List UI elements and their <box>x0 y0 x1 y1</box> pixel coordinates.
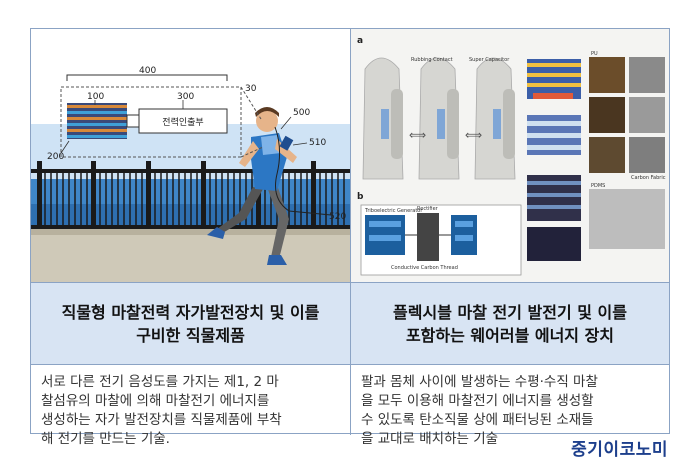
label-30: 30 <box>245 84 257 94</box>
carbon-thread-label: Conductive Carbon Thread <box>391 265 458 271</box>
svg-text:⟺: ⟺ <box>465 128 482 142</box>
figure-left-textile-generator: 전력인출부 400 100 300 30 500 510 200 520 <box>31 29 351 282</box>
panel-a-label: a <box>357 36 363 46</box>
label-300: 300 <box>177 92 194 102</box>
wearable-generator-diagram: a b ⟺ ⟺ Rubbing Contact S <box>351 29 669 282</box>
column-description-left: 서로 다른 전기 음성도를 가지는 제1, 2 마 찰섬유의 마찰에 의해 마찰… <box>31 365 351 447</box>
super-capacitor-label: Super Capacitor <box>469 57 510 63</box>
column-title-right-line1: 플렉시블 마찰 전기 발전기 및 이를 <box>393 302 627 322</box>
runner-figure <box>207 107 332 265</box>
pdms-label: PDMS <box>591 183 605 189</box>
power-unit-label: 전력인출부 <box>162 116 203 128</box>
column-title-right: 플렉시블 마찰 전기 발전기 및 이를 포함하는 웨어러블 에너지 장치 <box>351 282 669 365</box>
device-stack-1 <box>527 59 581 99</box>
label-520: 520 <box>329 212 346 222</box>
label-500: 500 <box>293 108 310 118</box>
textile-strip <box>67 103 127 139</box>
column-title-left-line1: 직물형 마찰전력 자가발전장치 및 이를 <box>61 302 320 322</box>
label-400: 400 <box>139 66 156 76</box>
device-stack-2 <box>527 115 581 155</box>
svg-text:⟺: ⟺ <box>409 128 426 142</box>
column-title-left: 직물형 마찰전력 자가발전장치 및 이를 구비한 직물제품 <box>31 282 351 365</box>
device-stack-3 <box>527 175 581 261</box>
rectifier-label: Rectifier <box>417 206 439 212</box>
carbon-fabric-label: Carbon Fabric <box>631 175 666 181</box>
pu-label: PU <box>591 51 598 57</box>
runner-illustration: 전력인출부 400 100 300 30 500 510 200 520 <box>31 66 350 282</box>
power-unit-box <box>138 108 228 134</box>
label-200: 200 <box>47 152 64 162</box>
triboelectric-generator-label: Triboelectric Generator <box>364 208 423 214</box>
label-100: 100 <box>87 92 104 102</box>
label-510: 510 <box>309 138 326 148</box>
panel-b-label: b <box>357 192 364 202</box>
column-title-left-line2: 구비한 직물제품 <box>136 325 245 345</box>
column-description-right: 팔과 몸체 사이에 발생하는 수평·수직 마찰 을 모두 이용해 마찰전기 에너… <box>361 374 598 447</box>
comparison-table: 전력인출부 400 100 300 30 500 510 200 520 a b <box>30 28 670 447</box>
column-title-right-line2: 포함하는 웨어러블 에너지 장치 <box>405 325 615 345</box>
figure-right-flexible-generator: a b ⟺ ⟺ Rubbing Contact S <box>351 29 669 282</box>
rubbing-contact-label: Rubbing Contact <box>411 57 453 63</box>
brand-logo-text: 중기이코노미 <box>571 440 668 460</box>
